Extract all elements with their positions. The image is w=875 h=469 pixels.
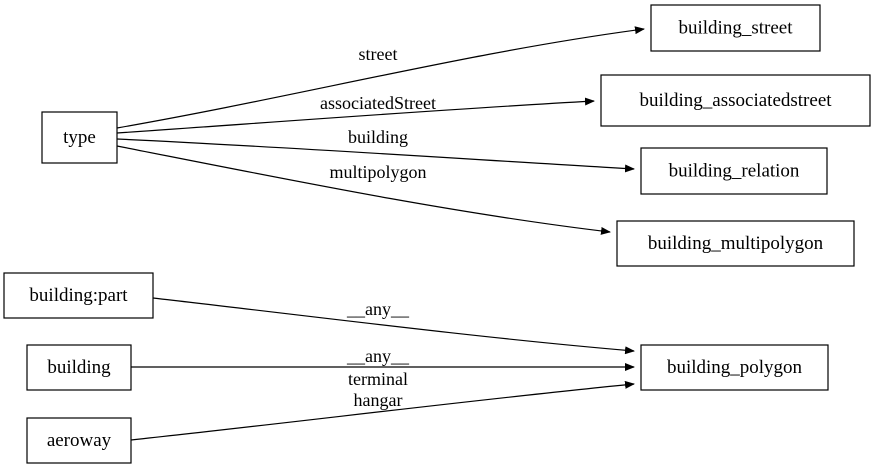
node-label-type: type — [63, 127, 96, 148]
edge-label-e3: building — [348, 127, 408, 147]
node-box-building_relation[interactable] — [640, 147, 828, 195]
node-aeroway[interactable]: aeroway — [26, 417, 132, 464]
node-box-building_multipolygon[interactable] — [616, 220, 855, 267]
edge-type-to-building_street — [116, 26, 645, 129]
node-label-building_multipolygon: building_multipolygon — [648, 233, 824, 254]
edge-label-e7-line2: hangar — [354, 390, 403, 410]
node-box-building_street[interactable] — [650, 4, 821, 52]
node-box-building_associatedstreet[interactable] — [600, 74, 871, 127]
edges-layer — [116, 26, 645, 441]
node-building_street[interactable]: building_street — [650, 4, 821, 52]
edge-label-e7: terminal — [348, 369, 408, 389]
edge-building_part-to-building_polygon — [152, 297, 635, 355]
node-box-aeroway[interactable] — [26, 417, 132, 464]
node-box-type[interactable] — [41, 111, 118, 164]
edge-label-e2: associatedStreet — [320, 93, 436, 113]
node-building_polygon[interactable]: building_polygon — [640, 344, 829, 391]
edge-label-e4: multipolygon — [329, 162, 426, 182]
edge-type-to-building_associatedstreet — [116, 97, 595, 134]
node-type[interactable]: type — [41, 111, 118, 164]
node-building[interactable]: building — [26, 344, 132, 391]
node-building_multipolygon[interactable]: building_multipolygon — [616, 220, 855, 267]
node-label-building_part: building:part — [29, 285, 128, 306]
edge-label-e5: __any__ — [346, 299, 410, 319]
node-building_associatedstreet[interactable]: building_associatedstreet — [600, 74, 871, 127]
edge-aeroway-to-building_polygon — [130, 380, 635, 441]
node-label-building_relation: building_relation — [669, 160, 800, 181]
node-building_part[interactable]: building:part — [3, 272, 154, 319]
nodes-layer: type building_street building_associatedst… — [3, 4, 871, 464]
edge-type-to-building_multipolygon — [116, 145, 611, 235]
node-box-building_part[interactable] — [3, 272, 154, 319]
edge-labels-layer: street associatedStreet building multipolyg… — [320, 44, 436, 410]
node-label-building_polygon: building_polygon — [667, 357, 803, 378]
node-box-building[interactable] — [26, 344, 132, 391]
node-label-building_street: building_street — [679, 17, 794, 38]
node-label-aeroway: aeroway — [47, 430, 112, 451]
node-building_relation[interactable]: building_relation — [640, 147, 828, 195]
edge-label-e6: __any__ — [346, 346, 410, 366]
edge-label-e1: street — [359, 44, 398, 64]
node-label-building_associatedstreet: building_associatedstreet — [639, 90, 832, 111]
edge-type-to-building_relation — [116, 138, 635, 173]
node-box-building_polygon[interactable] — [640, 344, 829, 391]
node-label-building: building — [47, 357, 111, 378]
